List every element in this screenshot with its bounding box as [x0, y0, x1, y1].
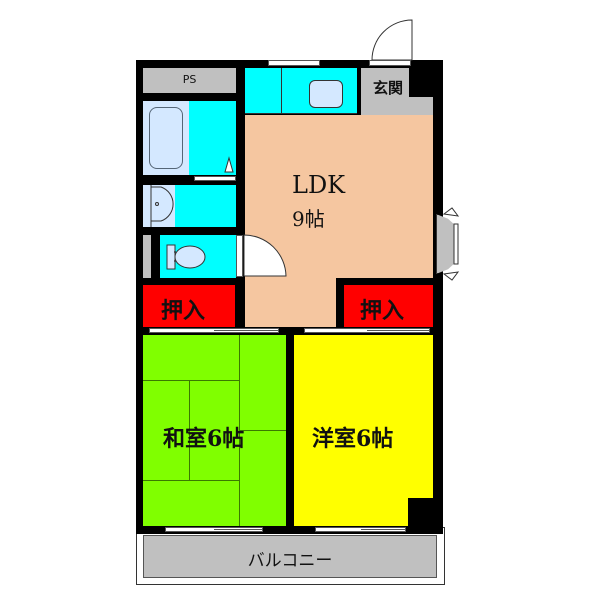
kitchen [245, 68, 357, 114]
wash-basin-icon [150, 185, 174, 227]
ldk-door-icon [243, 234, 287, 277]
bathtub-icon [149, 107, 183, 169]
bay-window-casement-icon [442, 207, 460, 281]
genkan: 玄関 [361, 68, 433, 115]
balcony-window-right [315, 527, 406, 532]
sliding-door-yoshitsu [304, 328, 430, 333]
wash-basin-area [143, 185, 175, 227]
balcony-label: バルコニー [247, 551, 333, 571]
washroom [143, 185, 236, 227]
bath-door-opening [194, 176, 236, 181]
toilet-door-opening [236, 235, 243, 277]
bath-door-icon [224, 156, 234, 173]
sink-icon [309, 80, 343, 108]
yoshitsu-label: 洋室6帖 [312, 426, 394, 452]
oshiire-right-label: 押入 [360, 298, 405, 324]
toilet-room [143, 235, 236, 278]
ps-label: PS [182, 73, 197, 86]
oshiire-right: 押入 [344, 285, 433, 327]
oshiire-left: 押入 [143, 285, 235, 327]
balcony: バルコニー [143, 535, 437, 578]
toilet-icon [166, 244, 206, 270]
kitchen-window [268, 60, 320, 66]
entry-door-icon [371, 19, 413, 61]
ps-room: PS [143, 68, 236, 93]
sliding-door-washitsu [149, 328, 279, 333]
genkan-label: 玄関 [373, 79, 404, 97]
washitsu-label: 和室6帖 [163, 426, 245, 452]
ldk-label: LDK [292, 171, 346, 199]
yoshitsu-room: 洋室6帖 [294, 335, 433, 526]
balcony-window-left [165, 527, 263, 532]
washitsu-room: 和室6帖 [143, 335, 286, 526]
bathroom [143, 101, 236, 175]
ldk-size-label: 9帖 [292, 207, 325, 231]
entry-door-opening [369, 60, 411, 66]
oshiire-left-label: 押入 [161, 298, 206, 324]
